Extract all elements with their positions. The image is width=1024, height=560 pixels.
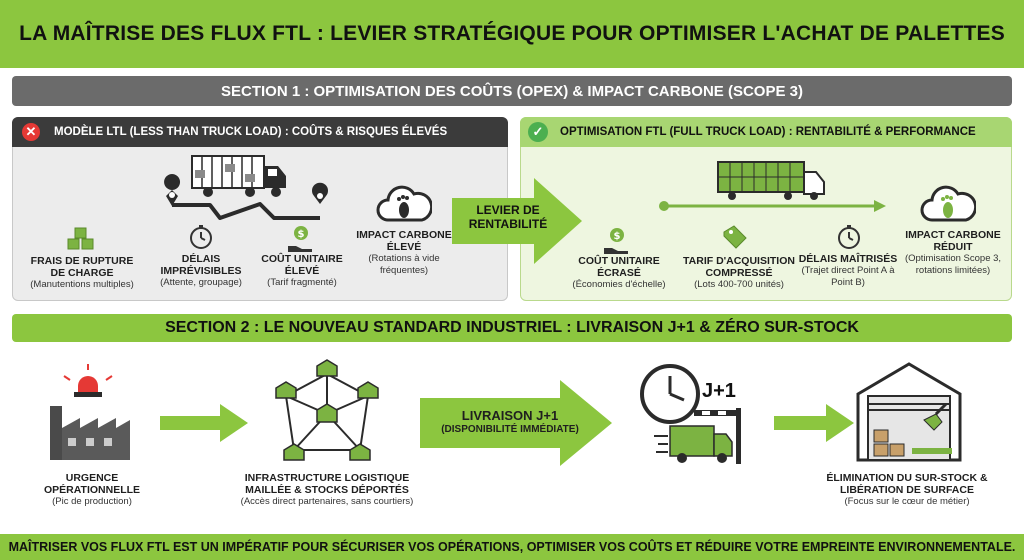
- ltl-item-unit-cost: COÛT UNITAIRE ÉLEVÉ (Tarif fragmenté): [254, 253, 350, 289]
- item-sub: (Rotations à vide fréquentes): [368, 253, 440, 276]
- item-title: DÉLAIS MAÎTRISÉS: [798, 253, 898, 265]
- map-pin-icon: [164, 174, 181, 206]
- ftl-title: OPTIMISATION FTL (FULL TRUCK LOAD) : REN…: [560, 126, 976, 138]
- section1-title-bar: SECTION 1 : OPTIMISATION DES COÛTS (OPEX…: [12, 76, 1012, 106]
- item-sub: (Attente, groupage): [160, 277, 242, 288]
- warehouse-icon: [856, 362, 962, 462]
- delivery-title: LIVRAISON J+1: [461, 408, 559, 423]
- item-sub: (Économies d'échelle): [572, 279, 666, 290]
- item-title: TARIF D'ACQUISITION COMPRESSÉ: [683, 255, 795, 279]
- stopwatch-icon: [190, 225, 212, 249]
- ftl-item-delays: DÉLAIS MAÎTRISÉS (Trajet direct Point A …: [796, 253, 900, 289]
- ftl-item-unit-cost: COÛT UNITAIRE ÉCRASÉ (Économies d'échell…: [560, 255, 678, 291]
- item-title: COÛT UNITAIRE ÉLEVÉ: [261, 253, 343, 277]
- boxes-icon: [67, 227, 94, 250]
- section1-title: SECTION 1 : OPTIMISATION DES COÛTS (OPEX…: [221, 82, 803, 100]
- lever-label: LEVIER DE RENTABILITÉ: [468, 203, 548, 231]
- flow-arrow-icon: [774, 404, 854, 442]
- item-title: IMPACT CARBONE ÉLEVÉ: [356, 229, 452, 253]
- step-infrastructure: INFRASTRUCTURE LOGISTIQUE MAILLÉE & STOC…: [226, 472, 428, 508]
- step-sub: (Focus sur le cœur de métier): [844, 496, 970, 507]
- cross-icon: ✕: [22, 123, 40, 141]
- j-plus-one-label: J+1: [702, 380, 736, 402]
- footprint-cloud-icon: [376, 185, 432, 222]
- item-title: COÛT UNITAIRE ÉCRASÉ: [578, 255, 660, 279]
- ltl-item-break-bulk: FRAIS DE RUPTURE DE CHARGE (Manutentions…: [22, 255, 142, 291]
- step-overstock: ÉLIMINATION DU SUR-STOCK & LIBÉRATION DE…: [806, 472, 1008, 508]
- dollar-hand-icon: $: [288, 226, 312, 252]
- page-header: LA MAÎTRISE DES FLUX FTL : LEVIER STRATÉ…: [0, 0, 1024, 68]
- clock-icon: [640, 364, 700, 424]
- ltl-route-diagram: [164, 155, 328, 220]
- step-sub: (Accès direct partenaires, sans courtier…: [240, 496, 414, 507]
- footprint-cloud-icon: [920, 185, 976, 222]
- footer-text: MAÎTRISER VOS FLUX FTL EST UN IMPÉRATIF …: [8, 540, 1016, 554]
- section2-title: SECTION 2 : LE NOUVEAU STANDARD INDUSTRI…: [165, 319, 859, 336]
- item-sub: (Lots 400-700 unités): [694, 279, 784, 290]
- ftl-truck-icon: [717, 161, 825, 200]
- item-title: IMPACT CARBONE RÉDUIT: [905, 229, 1001, 253]
- section2-title-bar: SECTION 2 : LE NOUVEAU STANDARD INDUSTRI…: [12, 314, 1012, 342]
- svg-text:$: $: [614, 231, 621, 242]
- ftl-item-carbon: IMPACT CARBONE RÉDUIT (Optimisation Scop…: [898, 229, 1008, 277]
- dollar-hand-icon: $: [604, 228, 628, 254]
- flow-arrow-icon: [160, 404, 248, 442]
- delivery-sub: (DISPONIBILITÉ IMMÉDIATE): [441, 424, 579, 435]
- map-pin-icon: [312, 182, 328, 204]
- ltl-item-carbon: IMPACT CARBONE ÉLEVÉ (Rotations à vide f…: [352, 229, 456, 277]
- delivery-label: LIVRAISON J+1 (DISPONIBILITÉ IMMÉDIATE): [440, 409, 580, 437]
- step-title: URGENCE OPÉRATIONNELLE: [43, 472, 141, 496]
- svg-text:$: $: [298, 229, 305, 240]
- step-sub: (Pic de production): [52, 496, 132, 507]
- step-title: ÉLIMINATION DU SUR-STOCK & LIBÉRATION DE…: [826, 472, 988, 496]
- item-title: FRAIS DE RUPTURE DE CHARGE: [30, 255, 134, 279]
- lever-arrow-icon: [452, 178, 582, 264]
- price-tag-icon: [723, 225, 747, 249]
- stopwatch-icon: [838, 225, 860, 249]
- warehouse-network-icon: [275, 359, 379, 461]
- ftl-item-acquisition: TARIF D'ACQUISITION COMPRESSÉ (Lots 400-…: [680, 255, 798, 291]
- item-sub: (Trajet direct Point A à Point B): [801, 265, 895, 288]
- delivery-truck-icon: [654, 408, 741, 464]
- ltl-truck-icon: [191, 155, 286, 197]
- step-title: INFRASTRUCTURE LOGISTIQUE MAILLÉE & STOC…: [244, 472, 410, 496]
- delivery-arrow-icon: [420, 380, 612, 466]
- step-urgency: URGENCE OPÉRATIONNELLE (Pic de productio…: [22, 472, 162, 508]
- footer-banner: MAÎTRISER VOS FLUX FTL EST UN IMPÉRATIF …: [0, 534, 1024, 560]
- ftl-route-diagram: [659, 161, 886, 212]
- item-title: DÉLAIS IMPRÉVISIBLES: [160, 253, 242, 277]
- item-sub: (Manutentions multiples): [30, 279, 134, 290]
- checkmark-icon: ✓: [528, 122, 548, 142]
- item-sub: (Optimisation Scope 3, rotations limitée…: [904, 253, 1002, 276]
- ftl-panel-header: OPTIMISATION FTL (FULL TRUCK LOAD) : REN…: [520, 117, 1012, 147]
- ltl-title: MODÈLE LTL (LESS THAN TRUCK LOAD) : COÛT…: [54, 126, 448, 138]
- item-sub: (Tarif fragmenté): [267, 277, 337, 288]
- page-title: LA MAÎTRISE DES FLUX FTL : LEVIER STRATÉ…: [19, 22, 1005, 45]
- ltl-panel-header: MODÈLE LTL (LESS THAN TRUCK LOAD) : COÛT…: [12, 117, 508, 147]
- ltl-item-delays: DÉLAIS IMPRÉVISIBLES (Attente, groupage): [146, 253, 256, 289]
- factory-alarm-icon: [50, 364, 130, 460]
